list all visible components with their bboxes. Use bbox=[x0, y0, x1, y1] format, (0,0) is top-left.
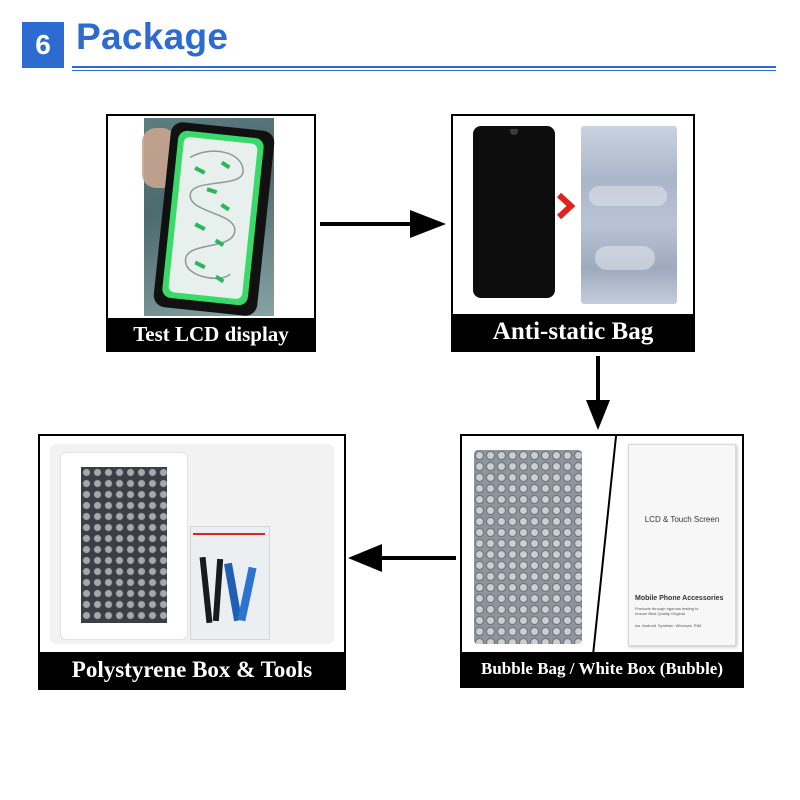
os-option: Android bbox=[642, 623, 656, 628]
test-pattern-squiggles bbox=[184, 150, 244, 284]
foam-cavity bbox=[60, 452, 188, 640]
bag-highlight bbox=[589, 186, 667, 206]
arrow-down-icon bbox=[586, 356, 610, 430]
step-caption: Anti-static Bag bbox=[453, 314, 693, 350]
tools-bag bbox=[190, 526, 270, 640]
arrow-left-icon bbox=[348, 544, 456, 572]
page-title: Package bbox=[76, 16, 229, 57]
screwdriver-tool bbox=[199, 556, 213, 624]
black-lcd-phone bbox=[473, 126, 555, 298]
step-caption: Test LCD display bbox=[108, 318, 314, 350]
phone-notch bbox=[510, 129, 518, 135]
white-box-os-options: ios Android Symbian Windows RIM bbox=[635, 623, 735, 628]
phone-test-screen bbox=[168, 136, 258, 300]
test-lcd-photo bbox=[142, 118, 276, 317]
os-option: Windows bbox=[675, 623, 692, 628]
wrapped-screen bbox=[81, 467, 167, 623]
white-box-product-label: LCD & Touch Screen bbox=[644, 515, 720, 524]
screwdriver-tool bbox=[212, 558, 224, 622]
chevron-right-icon bbox=[556, 192, 576, 220]
os-option: RIM bbox=[693, 623, 702, 628]
os-option: ios bbox=[635, 623, 641, 628]
title-underline-thin bbox=[72, 70, 776, 71]
zip-line bbox=[193, 533, 265, 535]
bubble-bag-image bbox=[474, 450, 582, 644]
phone-test-frame bbox=[161, 129, 265, 307]
white-box-accessories-label: Mobile Phone Accessories bbox=[635, 595, 724, 602]
os-option: Symbian bbox=[657, 623, 674, 628]
step-number-badge: 6 bbox=[22, 22, 64, 68]
step-panel-bubble-bag-white-box: LCD & Touch Screen Mobile Phone Accessor… bbox=[460, 434, 744, 688]
step-panel-polystyrene-box: Polystyrene Box & Tools bbox=[38, 434, 346, 690]
step-caption: Bubble Bag / White Box (Bubble) bbox=[462, 652, 742, 686]
polystyrene-box-image bbox=[50, 444, 334, 644]
step-panel-test-lcd: Test LCD display bbox=[106, 114, 316, 352]
step-caption: Polystyrene Box & Tools bbox=[40, 652, 344, 688]
step-panel-anti-static-bag: Anti-static Bag bbox=[451, 114, 695, 352]
pry-tool bbox=[237, 566, 257, 622]
anti-static-bag-image bbox=[581, 126, 677, 304]
arrow-right-icon bbox=[320, 210, 446, 238]
white-box-fine-print: Products through rigorous testing to ens… bbox=[635, 606, 699, 616]
panel-divider bbox=[591, 436, 619, 656]
white-box-image: LCD & Touch Screen Mobile Phone Accessor… bbox=[628, 444, 736, 646]
bag-highlight bbox=[595, 246, 655, 270]
title-underline bbox=[72, 66, 776, 68]
